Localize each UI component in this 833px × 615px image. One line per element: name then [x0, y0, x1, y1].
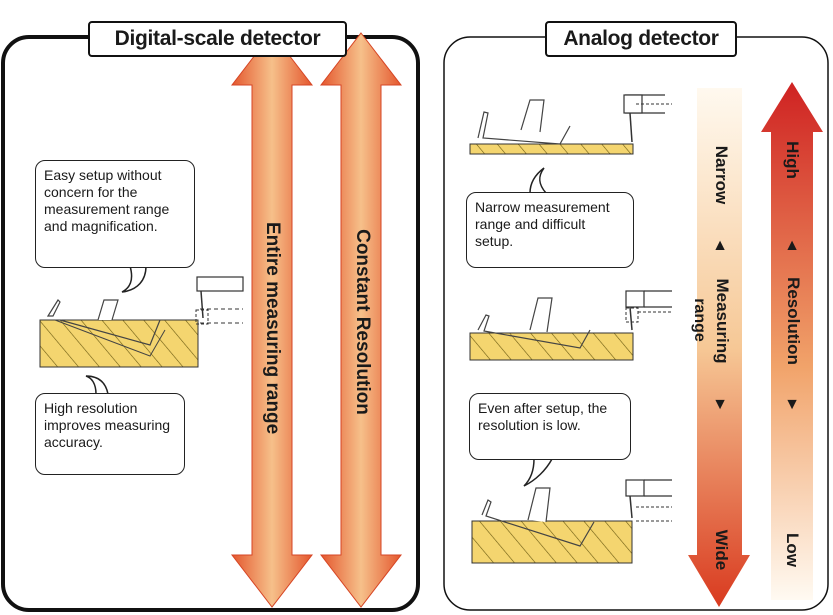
- bubble-tail-digital-top: [121, 265, 147, 293]
- analog-workpiece-1: [469, 94, 672, 155]
- digital-bubble-setup: Easy setup without concern for the measu…: [35, 160, 195, 268]
- resolution-up-marker: ▲: [784, 237, 800, 254]
- constant-resolution-label: Constant Resolution: [352, 229, 373, 415]
- resolution-low-label: Low: [783, 533, 802, 567]
- range-measuring-label: Measuring: [713, 278, 732, 364]
- analog-bubble-narrow: Narrow measurement range and difficult s…: [466, 192, 634, 268]
- range-down-marker: ▼: [712, 396, 728, 413]
- range-up-marker: ▲: [712, 237, 728, 254]
- range-range-label: range: [691, 298, 708, 342]
- resolution-high-label: High: [783, 141, 802, 179]
- range-narrow-label: Narrow: [712, 145, 731, 205]
- bubble-tail-analog-top: [529, 167, 548, 194]
- digital-title: Digital-scale detector: [88, 21, 347, 57]
- range-wide-label: Wide: [712, 529, 731, 571]
- digital-bubble-accuracy: High resolution improves measuring accur…: [35, 393, 185, 475]
- analog-workpiece-3: [471, 479, 672, 564]
- digital-probe: [195, 276, 244, 325]
- bubble-tail-analog-bottom: [523, 458, 554, 487]
- resolution-down-marker: ▼: [784, 396, 800, 413]
- analog-bubble-low-res: Even after setup, the resolution is low.: [469, 393, 631, 460]
- analog-title: Analog detector: [545, 21, 737, 57]
- entire-range-label: Entire measuring range: [262, 222, 283, 435]
- measuring-range-arrow: [688, 88, 750, 607]
- resolution-arrow: [761, 82, 823, 600]
- entire-range-arrow: [230, 32, 314, 608]
- digital-workpiece: [39, 299, 199, 368]
- analog-workpiece-2: [469, 290, 672, 361]
- resolution-label: Resolution: [784, 277, 803, 365]
- bubble-tail-digital-bottom: [85, 375, 109, 395]
- constant-resolution-arrow: [319, 32, 403, 608]
